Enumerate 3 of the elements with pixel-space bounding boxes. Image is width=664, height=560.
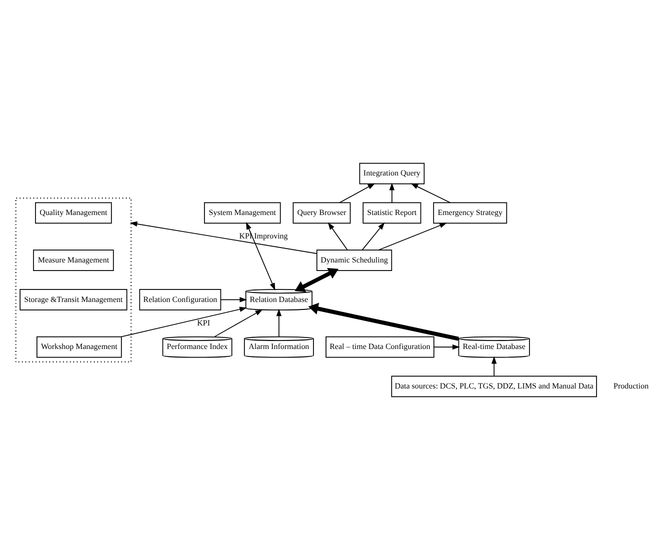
edge-label: KPI Improving — [239, 232, 288, 241]
edge-label: KPI — [197, 318, 210, 328]
label: Production — [614, 382, 649, 391]
